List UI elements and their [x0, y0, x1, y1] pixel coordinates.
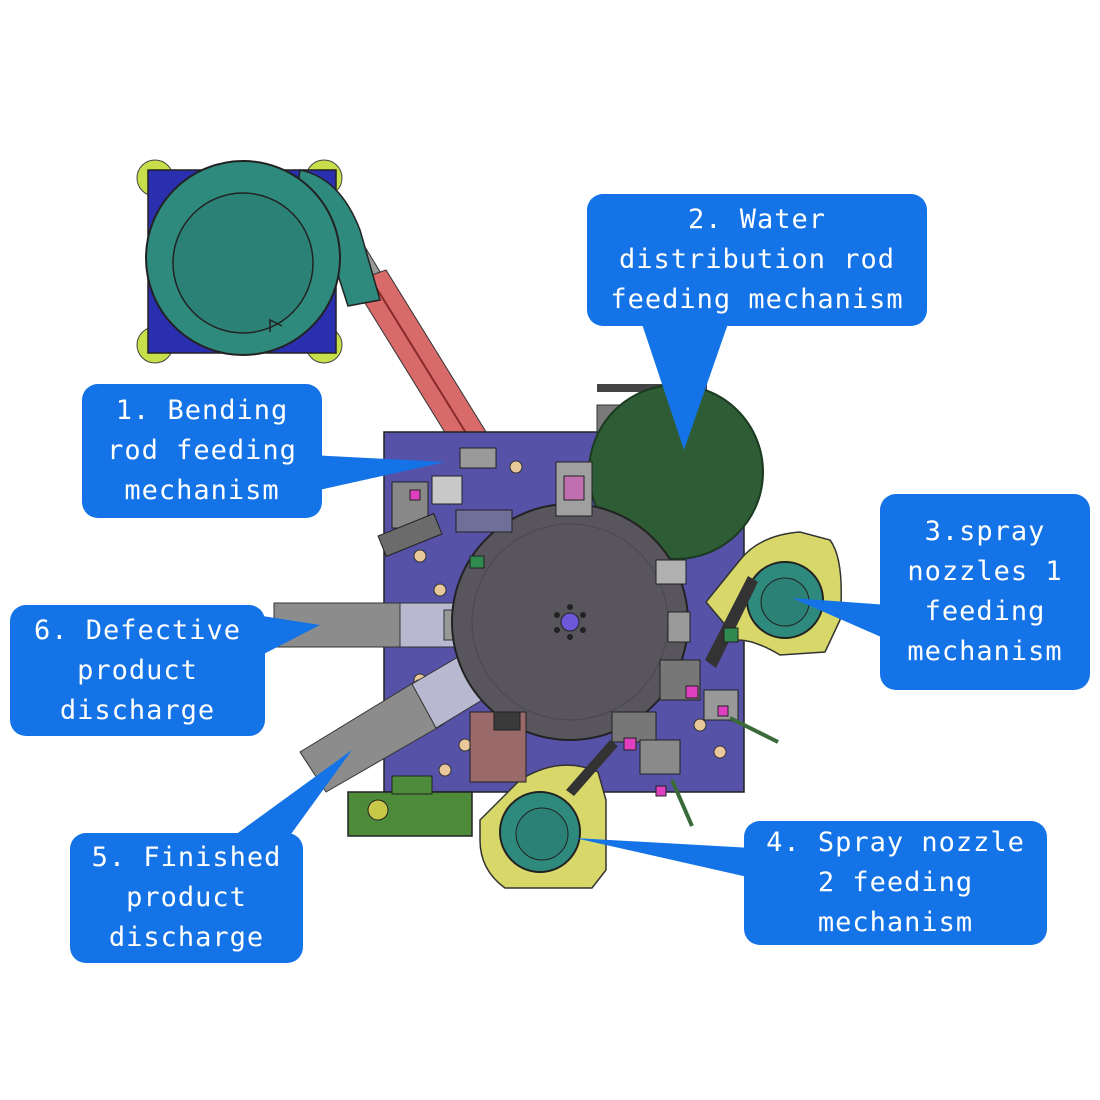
callout-defective-product-discharge: 6. Defective product discharge — [10, 605, 265, 736]
station-module — [667, 611, 691, 643]
callout-line: discharge — [59, 694, 216, 726]
nozzle-1-track — [705, 576, 758, 668]
pointer-4 — [575, 838, 752, 878]
callout-line: 5. Finished — [91, 842, 282, 873]
callout-line: 1. Bending — [115, 395, 289, 426]
callout-line: 2 feeding — [817, 867, 974, 898]
callout-line: distribution rod — [618, 244, 896, 275]
station-accents — [409, 489, 779, 827]
station-module — [655, 559, 687, 585]
station-module — [639, 739, 681, 775]
spray-nozzle-1-feeder — [705, 531, 842, 668]
callout-line: 4. Spray nozzle — [766, 827, 1025, 858]
callout-line: feeding — [924, 596, 1046, 627]
rotary-turntable — [451, 503, 689, 741]
callout-spray-nozzle-2-feeding: 4. Spray nozzle 2 feeding mechanism — [744, 821, 1047, 945]
callout-line: mechanism — [817, 907, 974, 938]
callout-line: mechanism — [124, 475, 280, 506]
station-module — [459, 447, 497, 469]
station-modules — [377, 447, 739, 783]
bending-rod-vibratory-bowl — [145, 160, 381, 356]
nozzle-2-bowl-inner — [515, 807, 569, 861]
callout-line: feeding mechanism — [610, 284, 904, 315]
callout-line: discharge — [108, 922, 265, 953]
pointer-6 — [256, 615, 320, 658]
station-module — [493, 711, 521, 731]
callout-water-distribution-rod-feeding: 2. Water distribution rod feeding mechan… — [587, 194, 927, 326]
station-module — [455, 509, 513, 533]
bowl-spiral — [269, 318, 283, 332]
pointer-1 — [310, 455, 445, 492]
callout-line: nozzles 1 — [907, 556, 1063, 587]
turntable-hub — [560, 612, 580, 632]
bowl-inner — [172, 192, 314, 334]
pointer-5 — [235, 750, 352, 852]
pointer-3 — [792, 598, 888, 640]
callout-spray-nozzles-1-feeding: 3.spray nozzles 1 feeding mechanism — [880, 494, 1090, 690]
spray-nozzle-2-feeder — [479, 740, 618, 889]
motor-box — [347, 791, 473, 837]
station-module — [377, 512, 443, 558]
station-module — [563, 475, 585, 501]
callout-finished-product-discharge: 5. Finished product discharge — [70, 833, 303, 963]
motor-top — [391, 775, 433, 795]
station-module — [611, 711, 657, 743]
feed-rail-line — [368, 275, 480, 455]
pointer-2 — [640, 318, 730, 450]
callout-bending-rod-feeding: 1. Bending rod feeding mechanism — [82, 384, 322, 518]
callout-line: 2. Water — [687, 204, 827, 235]
motor-shaft — [367, 799, 389, 821]
callout-line: mechanism — [907, 636, 1063, 667]
station-module — [431, 475, 463, 505]
nozzle-2-track — [566, 740, 618, 796]
callout-pointers — [235, 318, 888, 878]
callout-line: product — [77, 654, 198, 686]
callout-line: 3.spray — [924, 516, 1046, 547]
callout-line: rod feeding — [107, 435, 297, 466]
callout-line: 6. Defective — [33, 614, 242, 646]
motor-block — [347, 775, 473, 837]
callout-line: product — [126, 882, 247, 913]
